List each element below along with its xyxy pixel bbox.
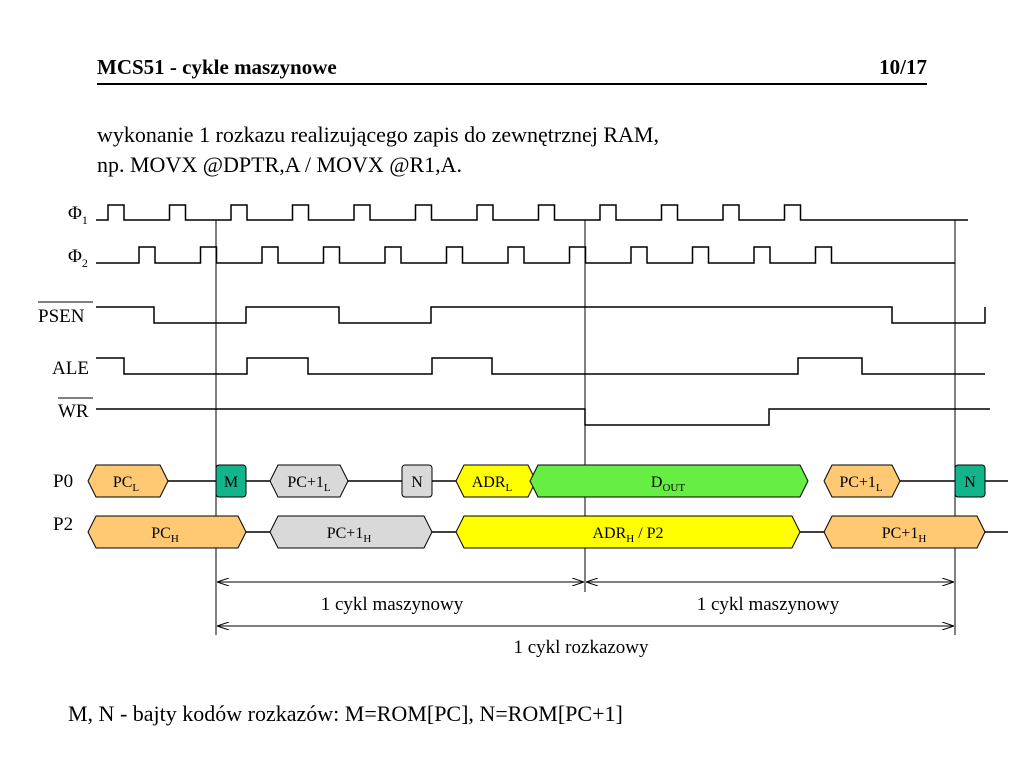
p2-segment-pc1h: PC+1H — [269, 515, 433, 549]
p0-segment-pcl: PCL — [87, 464, 169, 498]
p2-segment-pc1h-next: PC+1H — [823, 515, 986, 549]
svg-text:ADRH / P2: ADRH / P2 — [592, 525, 663, 545]
svg-text:DOUT: DOUT — [651, 474, 685, 494]
wr-label: WR — [58, 401, 89, 422]
svg-text:PC+1L: PC+1L — [839, 474, 883, 494]
p0-segment-shape — [401, 464, 433, 498]
p0-segment-n-next: N — [954, 464, 986, 498]
p0-bus: PCL M PC+1L N ADRL DOUT — [87, 464, 1008, 498]
p0-label: P0 — [53, 471, 73, 492]
svg-text:N: N — [964, 474, 976, 491]
svg-text:PC+1H: PC+1H — [327, 525, 372, 545]
intro-line-2: np. MOVX @DPTR,A / MOVX @R1,A. — [97, 152, 463, 177]
phi2-label: Φ2 — [68, 246, 88, 270]
phi2-waveform — [96, 246, 955, 264]
psen-waveform — [96, 306, 986, 324]
p2-segment-shape — [823, 515, 986, 549]
machine-cycle-1-label: 1 cykl maszynowy — [321, 594, 464, 615]
p2-segment-shape — [455, 515, 801, 549]
p2-segment-pch: PCH — [87, 515, 247, 549]
footer-note: M, N - bajty kodów rozkazów: M=ROM[PC], … — [68, 701, 623, 726]
page-number: 10/17 — [879, 55, 927, 79]
slide-header: MCS51 - cykle maszynowe 10/17 — [97, 55, 927, 85]
p0-segment-n: N — [401, 464, 433, 498]
p0-segment-pc1l-next: PC+1L — [823, 464, 901, 498]
psen-label: PSEN — [38, 306, 85, 327]
p2-segment-shape — [87, 515, 247, 549]
p0-segment-dout: DOUT — [529, 464, 809, 498]
svg-text:N: N — [411, 474, 423, 491]
p0-segment-adrl: ADRL — [455, 464, 537, 498]
svg-text:ADRL: ADRL — [472, 474, 513, 494]
svg-text:PCL: PCL — [113, 474, 140, 494]
ale-waveform — [96, 357, 985, 375]
p2-segment-shape — [269, 515, 433, 549]
p0-segment-m: M — [215, 464, 247, 498]
p0-segment-shape — [455, 464, 537, 498]
p0-segment-shape — [529, 464, 809, 498]
p0-segment-shape — [87, 464, 169, 498]
svg-text:PCH: PCH — [151, 525, 179, 545]
p0-segment-shape — [269, 464, 349, 498]
machine-cycle-2-label: 1 cykl maszynowy — [697, 594, 840, 615]
wr-waveform — [96, 408, 990, 426]
svg-text:PC+1H: PC+1H — [882, 525, 927, 545]
slide-title: MCS51 - cykle maszynowe — [97, 55, 337, 79]
phi1-label: Φ1 — [68, 203, 88, 227]
p0-segment-pc1l: PC+1L — [269, 464, 349, 498]
p0-segment-shape — [954, 464, 986, 498]
svg-text:PC+1L: PC+1L — [287, 474, 331, 494]
p2-bus: PCH PC+1H ADRH / P2 PC+1H — [87, 515, 1008, 549]
instruction-cycle-label: 1 cykl rozkazowy — [513, 637, 649, 658]
p2-label: P2 — [53, 514, 73, 535]
intro-text: wykonanie 1 rozkazu realizującego zapis … — [97, 120, 659, 180]
phi1-waveform — [96, 204, 968, 221]
cycle-boundaries — [215, 220, 956, 635]
p0-segment-shape — [823, 464, 901, 498]
svg-text:M: M — [224, 474, 238, 491]
p2-segment-adrh: ADRH / P2 — [455, 515, 801, 549]
ale-label: ALE — [52, 358, 89, 379]
p0-segment-shape — [215, 464, 247, 498]
intro-line-1: wykonanie 1 rozkazu realizującego zapis … — [97, 122, 659, 147]
